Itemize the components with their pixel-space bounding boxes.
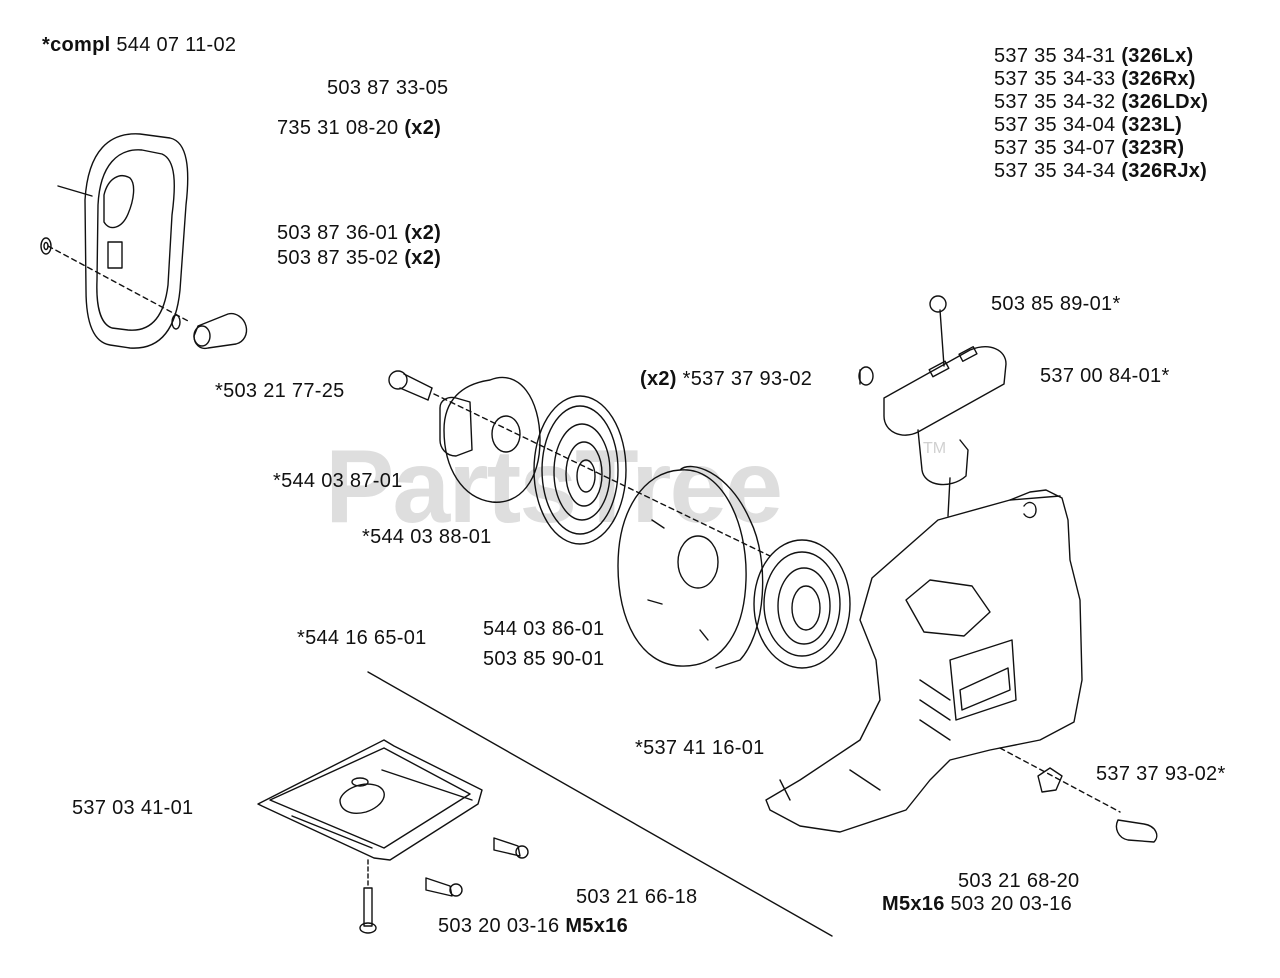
spring-cassette-part	[533, 395, 627, 545]
label-537-03-41-01: 537 03 41-01	[72, 797, 194, 819]
label-503-21-77-25: *503 21 77-25	[215, 380, 345, 402]
model-name: (326Rx)	[1121, 68, 1196, 90]
label-compl: *compl 544 07 11-02	[42, 34, 236, 56]
knob-part	[171, 312, 248, 350]
rope-handle-part	[883, 309, 1007, 517]
label-36-01-number: 503 87 36-01	[277, 222, 399, 244]
rope-knot-top	[929, 295, 947, 313]
model-row: 537 35 34-31 (326Lx)	[994, 45, 1208, 67]
label-503-20-03-16-left: 503 20 03-16 M5x16	[438, 915, 628, 937]
label-35-02-qty: (x2)	[404, 247, 442, 269]
screw-bracket-middle	[425, 877, 463, 897]
model-row: 537 35 34-34 (326RJx)	[994, 160, 1208, 182]
model-number: 537 35 34-31	[994, 45, 1116, 67]
model-name: (326Lx)	[1121, 45, 1194, 67]
label-544-03-86-01: 544 03 86-01	[483, 618, 605, 640]
cover-part	[47, 133, 191, 349]
label-735-31-08-20: 735 31 08-20 (x2)	[277, 117, 441, 139]
label-503-87-36-01: 503 87 36-01 (x2)	[277, 222, 441, 244]
label-93-02-number: *537 37 93-02	[682, 368, 813, 390]
sleeve-right	[1037, 767, 1063, 793]
label-503-85-89-01: 503 85 89-01*	[991, 293, 1121, 315]
pulley-part	[439, 376, 541, 503]
label-503-21-68-20: 503 21 68-20	[958, 870, 1080, 892]
label-537-37-93-02-upper: (x2) *537 37 93-02	[640, 368, 812, 390]
label-35-02-number: 503 87 35-02	[277, 247, 399, 269]
model-name: (326RJx)	[1121, 160, 1208, 182]
label-503-21-66-18: 503 21 66-18	[576, 886, 698, 908]
screw-right	[1115, 819, 1158, 843]
label-36-01-qty: (x2)	[404, 222, 442, 244]
label-03-16-right-size: M5x16	[882, 893, 945, 915]
washer-small-left	[40, 237, 52, 255]
label-03-16-right-number: 503 20 03-16	[950, 893, 1072, 915]
model-name: (323L)	[1121, 114, 1183, 136]
label-93-02-qty: (x2)	[640, 368, 677, 390]
model-row: 537 35 34-07 (323R)	[994, 137, 1208, 159]
spring-part	[753, 539, 851, 669]
label-503-87-35-02: 503 87 35-02 (x2)	[277, 247, 441, 269]
label-compl-prefix: *compl	[42, 34, 111, 56]
rope-drum-part	[617, 465, 764, 669]
label-537-37-93-02-lower: 537 37 93-02*	[1096, 763, 1226, 785]
model-number: 537 35 34-32	[994, 91, 1116, 113]
label-544-03-88-01: *544 03 88-01	[362, 526, 492, 548]
watermark: PartsTree	[325, 429, 783, 545]
screw-bracket-bottom	[359, 859, 377, 934]
label-735-qty: (x2)	[404, 117, 442, 139]
label-03-16-left-size: M5x16	[565, 915, 628, 937]
model-name: (323R)	[1121, 137, 1185, 159]
model-number: 537 35 34-33	[994, 68, 1116, 90]
screw-upper-left	[388, 370, 771, 557]
label-compl-number: 544 07 11-02	[116, 34, 237, 56]
watermark-tm: TM	[923, 440, 947, 457]
label-537-41-16-01: *537 41 16-01	[635, 737, 765, 759]
label-735-number: 735 31 08-20	[277, 117, 399, 139]
model-name: (326LDx)	[1121, 91, 1209, 113]
label-503-87-33-05: 503 87 33-05	[327, 77, 449, 99]
sleeve-small	[858, 366, 874, 386]
model-row: 537 35 34-33 (326Rx)	[994, 68, 1208, 90]
label-544-03-87-01: *544 03 87-01	[273, 470, 403, 492]
label-03-16-left-number: 503 20 03-16	[438, 915, 560, 937]
label-503-20-03-16-right: M5x16 503 20 03-16	[882, 893, 1072, 915]
label-537-00-84-01: 537 00 84-01*	[1040, 365, 1170, 387]
model-row: 537 35 34-04 (323L)	[994, 114, 1208, 136]
bracket-part	[257, 671, 833, 937]
model-number: 537 35 34-07	[994, 137, 1116, 159]
starter-housing-part	[765, 489, 1121, 833]
screw-bracket-right	[493, 837, 529, 859]
label-503-85-90-01: 503 85 90-01	[483, 648, 605, 670]
model-row: 537 35 34-32 (326LDx)	[994, 91, 1208, 113]
model-list: 537 35 34-31 (326Lx) 537 35 34-33 (326Rx…	[994, 45, 1208, 182]
label-544-16-65-01: *544 16 65-01	[297, 627, 427, 649]
model-number: 537 35 34-34	[994, 160, 1116, 182]
model-number: 537 35 34-04	[994, 114, 1116, 136]
